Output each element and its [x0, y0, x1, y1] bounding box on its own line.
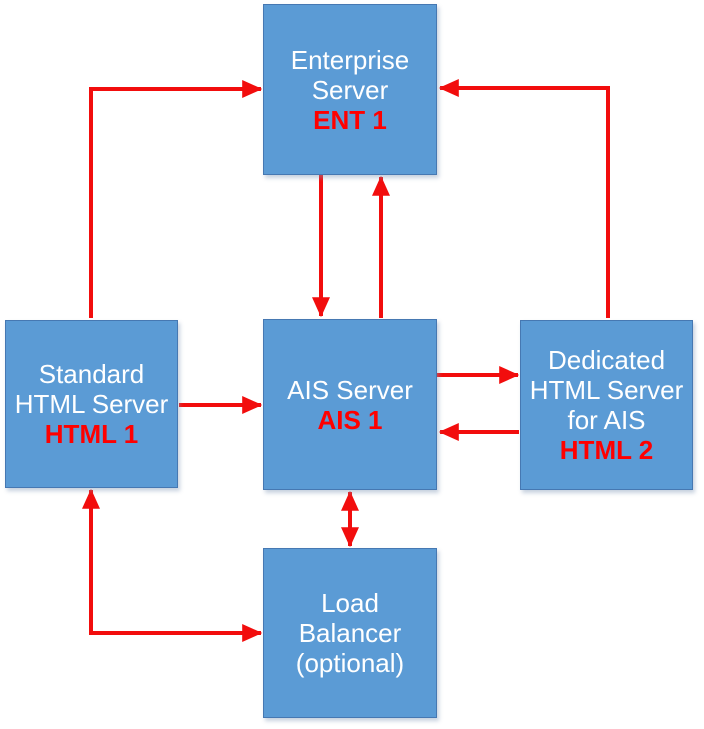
node-label-line: AIS Server	[287, 374, 413, 405]
node-ais-server: AIS Server AIS 1	[263, 319, 437, 490]
node-label-line: HTML Server	[14, 389, 169, 419]
node-dedicated-html-server: Dedicated HTML Server for AIS HTML 2	[520, 320, 693, 490]
node-label-line: Dedicated	[547, 345, 666, 375]
arrow-html1-loadbalancer-bidirectional	[82, 488, 263, 642]
arrow-html1-to-ent1	[89, 80, 263, 318]
node-label-line: Load	[321, 588, 379, 618]
node-standard-html-server: Standard HTML Server HTML 1	[5, 320, 178, 488]
node-label-line: Server	[311, 74, 389, 105]
node-id-label: HTML 1	[44, 419, 139, 449]
node-label-line: HTML Server	[529, 375, 684, 405]
node-label-line: Standard	[38, 359, 145, 389]
node-label-line: Enterprise	[290, 44, 410, 75]
node-label-line: Balancer	[298, 618, 402, 648]
node-label-line: (optional)	[295, 648, 405, 678]
node-label-line: for AIS	[567, 405, 646, 435]
node-load-balancer: Load Balancer (optional)	[263, 548, 437, 718]
node-id-label: AIS 1	[317, 404, 383, 435]
arrow-html2-to-ent1	[438, 79, 610, 318]
node-enterprise-server: Enterprise Server ENT 1	[263, 4, 437, 175]
node-id-label: HTML 2	[559, 435, 654, 465]
node-id-label: ENT 1	[313, 104, 387, 135]
